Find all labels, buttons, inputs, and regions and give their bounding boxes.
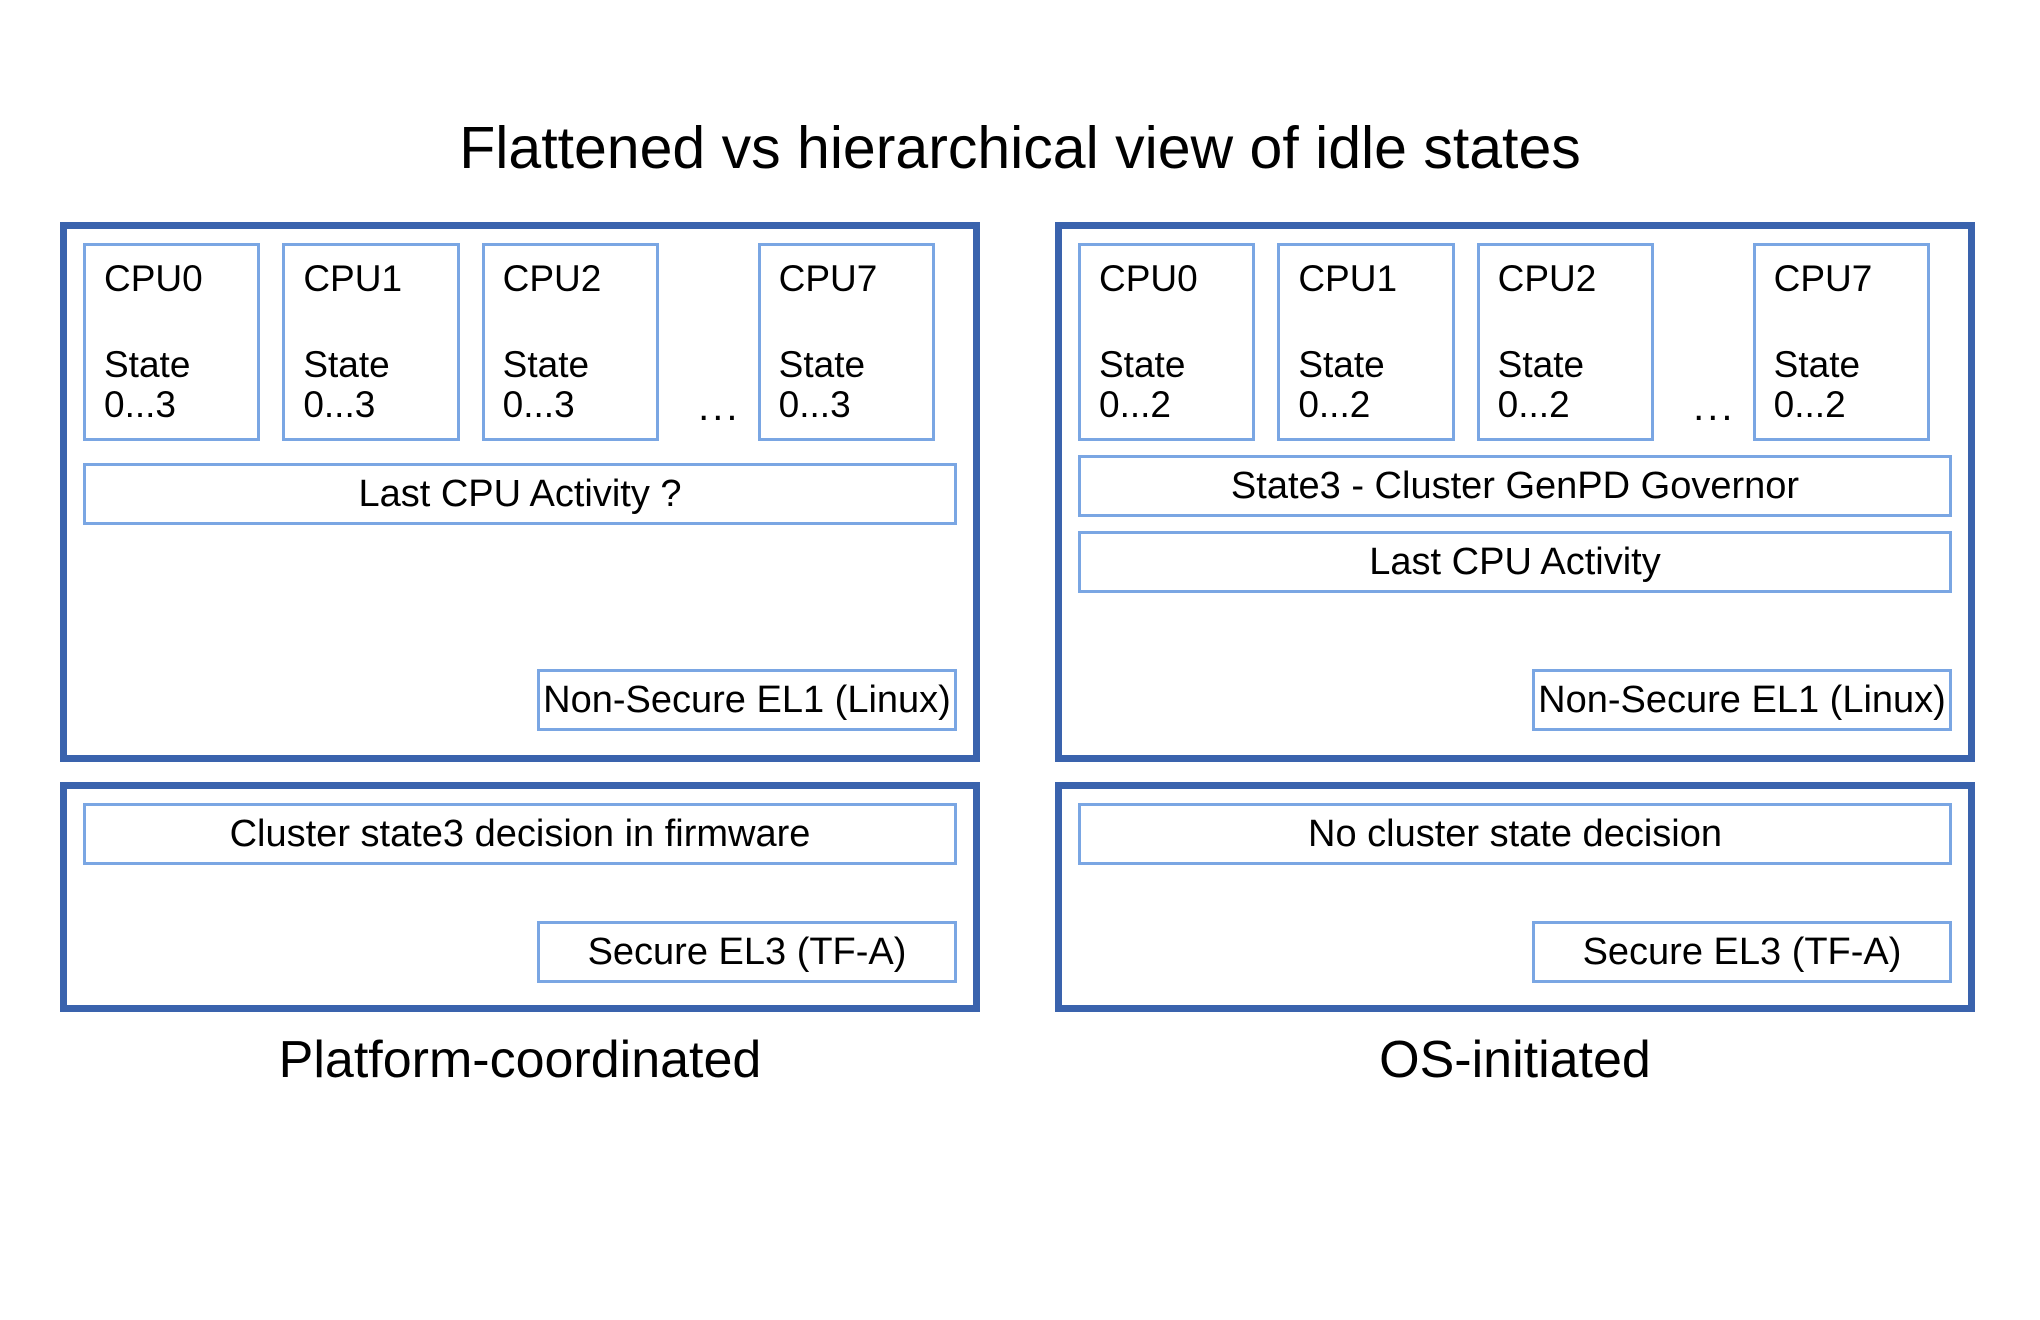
cpu-state-range: 0...3 xyxy=(303,383,376,425)
cpu-state-label: State xyxy=(1298,344,1385,385)
caption-platform-coordinated: Platform-coordinated xyxy=(278,1031,762,1089)
left-last-cpu-activity-bar: Last CPU Activity ? xyxy=(83,463,957,525)
cpu-name: CPU7 xyxy=(1773,258,1873,299)
left-cpu-box-1: CPU1 State 0...3 xyxy=(282,243,460,441)
right-cpu-box-2: CPU2 State 0...2 xyxy=(1476,243,1654,441)
cpu-state-range: 0...3 xyxy=(778,383,851,425)
right-cpu-box-1: CPU1 State 0...2 xyxy=(1277,243,1455,441)
cpu-name: CPU1 xyxy=(303,258,403,299)
cpu-state-label: State xyxy=(1099,344,1186,385)
cpu-name: CPU0 xyxy=(1099,258,1198,299)
cpu-state-label: State xyxy=(104,344,191,385)
left-cpu-box-0: CPU0 State 0...3 xyxy=(83,243,261,441)
right-firmware-panel: No cluster state decision Secure EL3 (TF… xyxy=(1055,782,1975,1012)
cpu-state-label: State xyxy=(1773,344,1861,385)
cpu-name: CPU2 xyxy=(502,258,602,299)
left-cluster-decision-bar: Cluster state3 decision in firmware xyxy=(83,803,957,865)
right-cpu-ellipsis: ... xyxy=(1693,385,1736,429)
caption-os-initiated: OS-initiated xyxy=(1379,1031,1651,1089)
cpu-state-range: 0...2 xyxy=(1497,383,1570,425)
left-cpu-ellipsis: ... xyxy=(698,385,741,429)
cpu-state-range: 0...2 xyxy=(1773,383,1846,425)
right-cpu-row: CPU0 State 0...2 CPU1 State 0...2 CPU2 S… xyxy=(1078,243,1952,441)
left-cpu-box-2: CPU2 State 0...3 xyxy=(481,243,659,441)
diagram-column-platform-coordinated: CPU0 State 0...3 CPU1 State 0...3 CPU2 S… xyxy=(60,222,980,1012)
left-exception-level-tag-el3: Secure EL3 (TF-A) xyxy=(537,921,957,983)
cpu-state-label: State xyxy=(778,344,866,385)
left-cpu-row: CPU0 State 0...3 CPU1 State 0...3 CPU2 S… xyxy=(83,243,957,441)
cpu-state-label: State xyxy=(502,344,590,385)
right-exception-level-tag-el1: Non-Secure EL1 (Linux) xyxy=(1532,669,1952,731)
cpu-name: CPU1 xyxy=(1298,258,1398,299)
left-exception-level-tag-el1: Non-Secure EL1 (Linux) xyxy=(537,669,957,731)
right-cpu-box-7: CPU7 State 0...2 xyxy=(1752,243,1930,441)
page-title: Flattened vs hierarchical view of idle s… xyxy=(459,115,1581,181)
right-last-cpu-activity-bar: Last CPU Activity xyxy=(1078,531,1952,593)
left-os-panel: CPU0 State 0...3 CPU1 State 0...3 CPU2 S… xyxy=(60,222,980,762)
left-cpu-box-7: CPU7 State 0...3 xyxy=(757,243,935,441)
cpu-state-label: State xyxy=(1497,344,1585,385)
cpu-state-range: 0...2 xyxy=(1298,383,1371,425)
cpu-name: CPU2 xyxy=(1497,258,1597,299)
right-cpu-box-0: CPU0 State 0...2 xyxy=(1078,243,1256,441)
cpu-state-label: State xyxy=(303,344,390,385)
cpu-name: CPU0 xyxy=(104,258,203,299)
right-no-cluster-decision-bar: No cluster state decision xyxy=(1078,803,1952,865)
diagram-column-os-initiated: CPU0 State 0...2 CPU1 State 0...2 CPU2 S… xyxy=(1055,222,1975,1012)
right-exception-level-tag-el3: Secure EL3 (TF-A) xyxy=(1532,921,1952,983)
right-os-panel: CPU0 State 0...2 CPU1 State 0...2 CPU2 S… xyxy=(1055,222,1975,762)
right-genpd-governor-bar: State3 - Cluster GenPD Governor xyxy=(1078,455,1952,517)
left-firmware-panel: Cluster state3 decision in firmware Secu… xyxy=(60,782,980,1012)
cpu-state-range: 0...3 xyxy=(104,383,176,425)
cpu-name: CPU7 xyxy=(778,258,878,299)
cpu-state-range: 0...3 xyxy=(502,383,575,425)
cpu-state-range: 0...2 xyxy=(1099,383,1171,425)
